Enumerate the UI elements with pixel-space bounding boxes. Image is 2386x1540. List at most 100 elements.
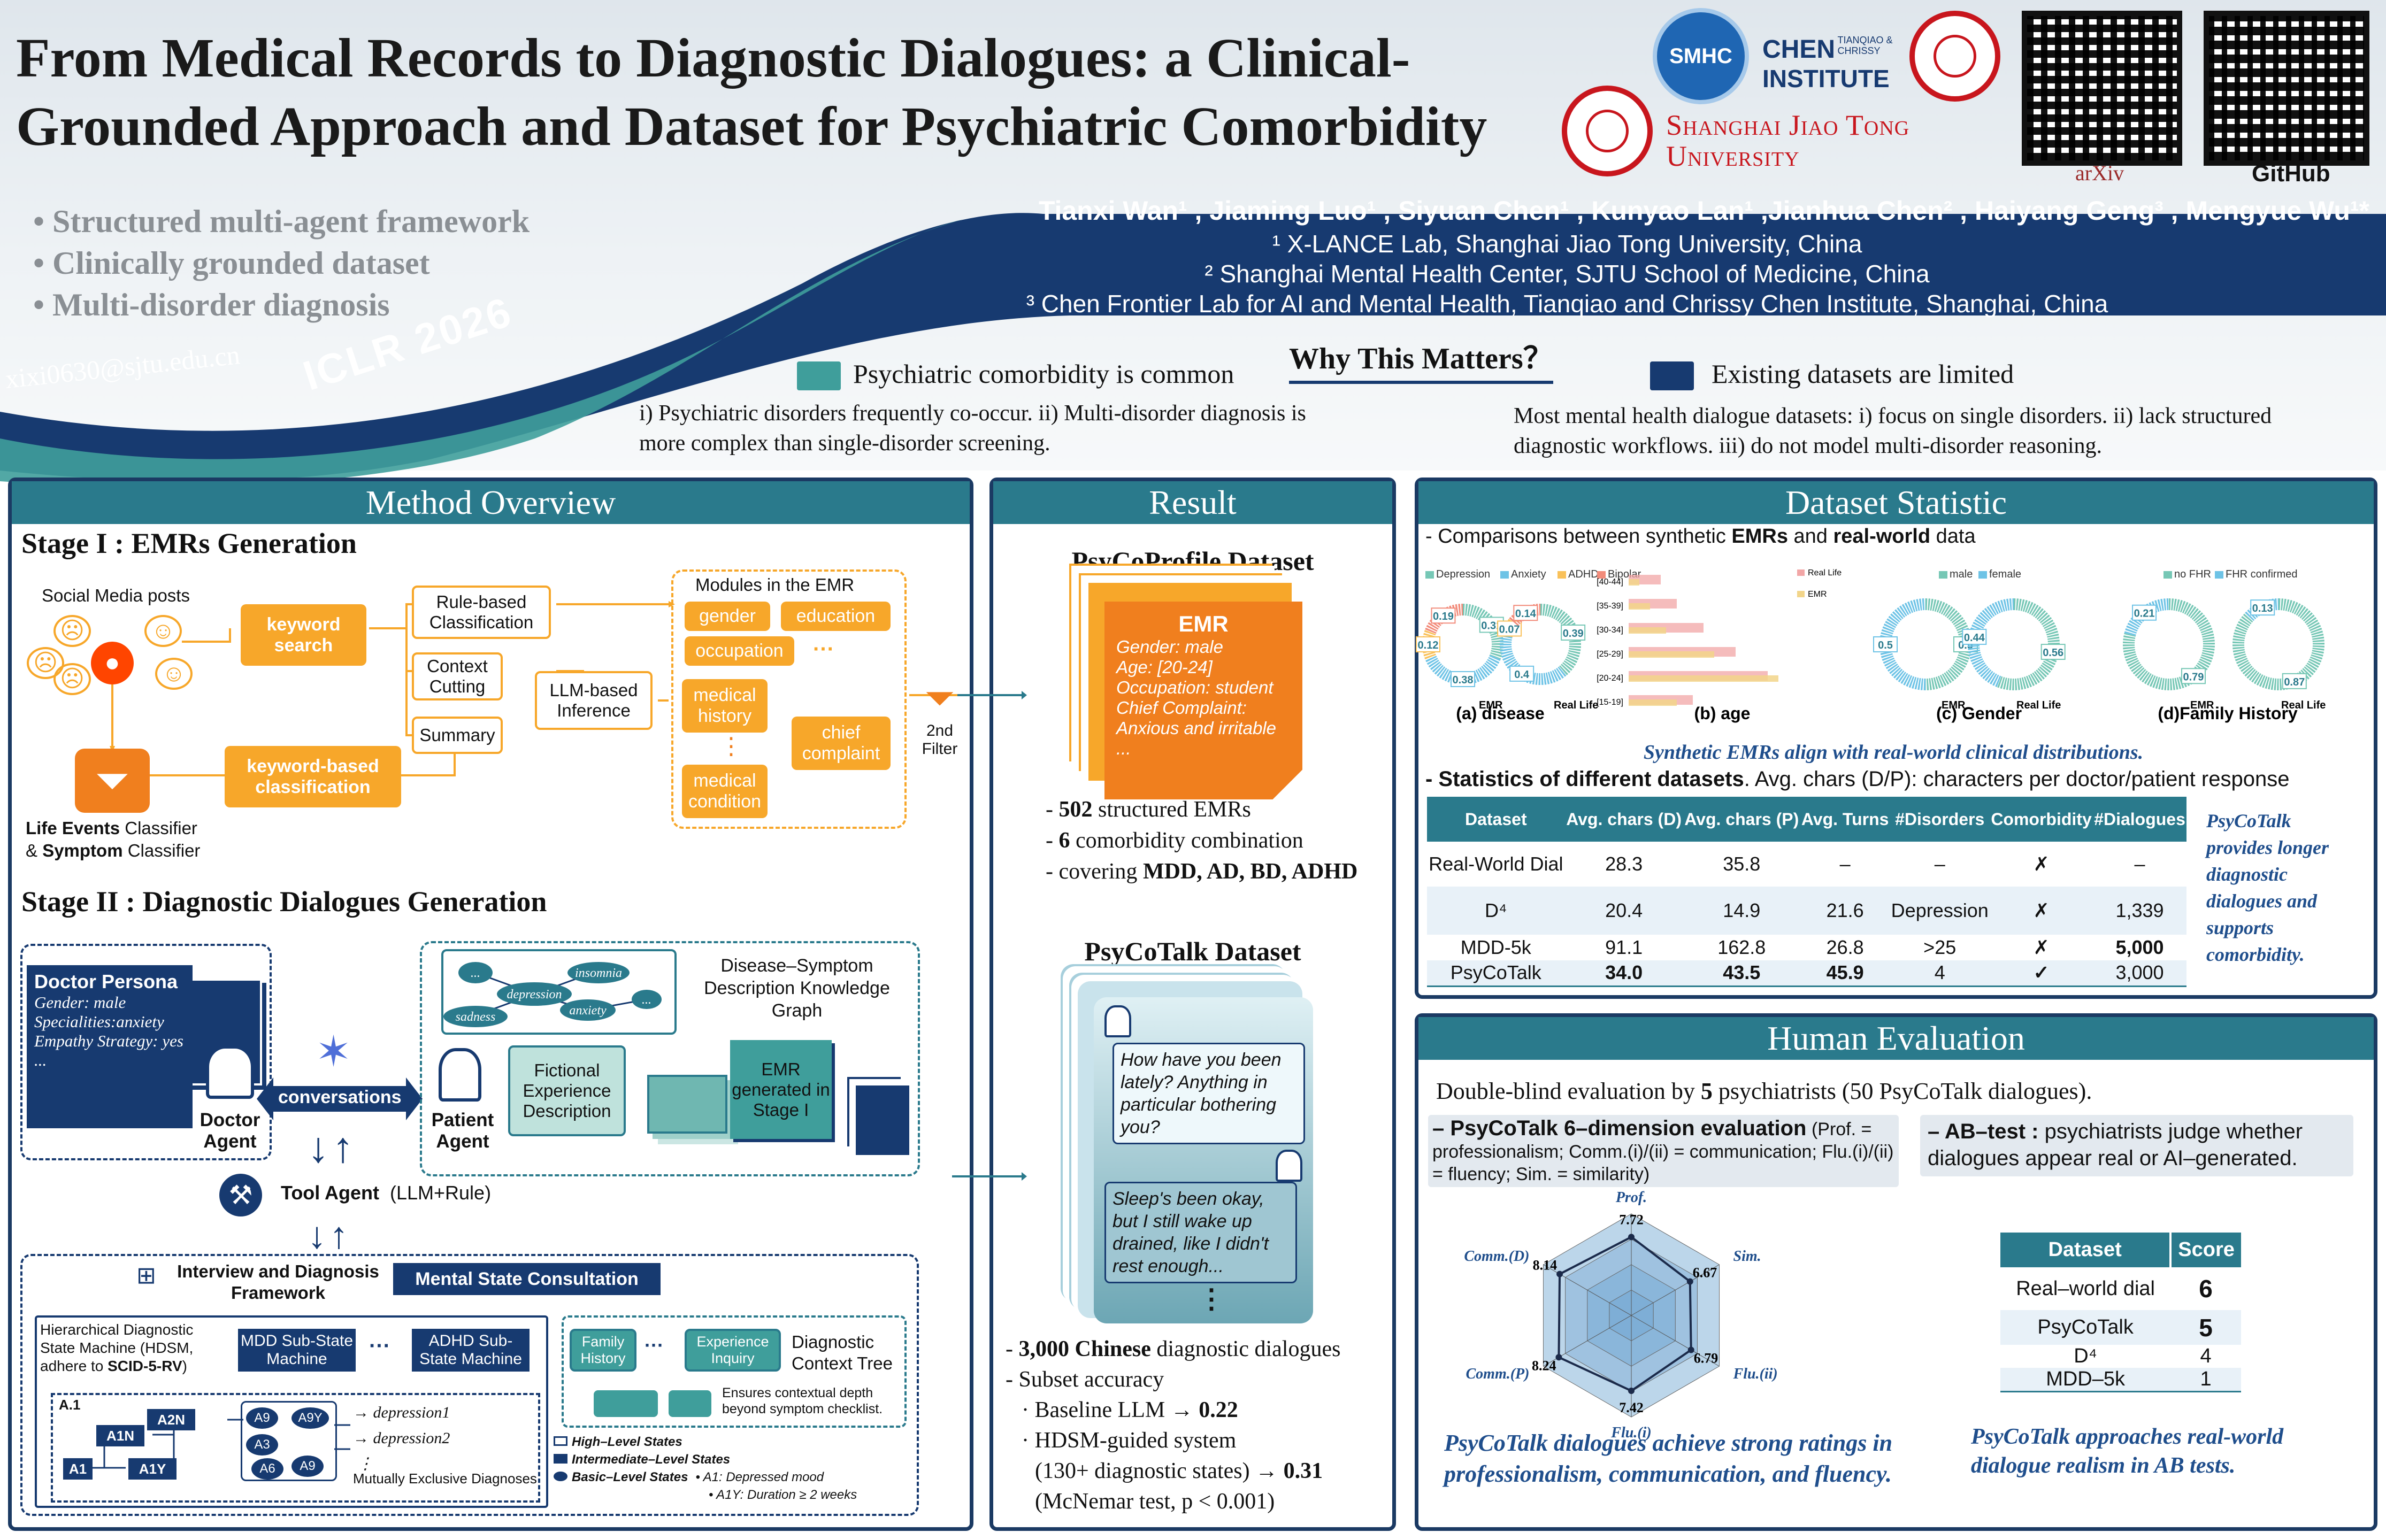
gender-emr-label: 0.5	[1878, 640, 1893, 651]
talk-bullet-4: · HDSM-guided system	[1022, 1428, 1237, 1453]
substate-dots: ···	[369, 1334, 390, 1358]
down-arrows: ↓↑	[308, 1214, 351, 1256]
kg-title: Disease–Symptom Description Knowledge Gr…	[704, 956, 890, 1021]
disease-emr-label-bg	[1451, 671, 1475, 687]
doctor-chat-icon	[1104, 1005, 1131, 1037]
state-a9b: A9	[291, 1456, 324, 1477]
disease-swatch	[1558, 571, 1566, 579]
disease-real-label: 0.14	[1515, 608, 1537, 620]
title-line-1: From Medical Records to Diagnostic Dialo…	[16, 27, 1410, 89]
gender-legend: male	[1950, 568, 1973, 580]
th: Comorbidity	[1991, 809, 2092, 829]
disease-real-slice	[1540, 604, 1581, 676]
github-label: GitHub	[2252, 160, 2330, 187]
why-left-text: i) Psychiatric disorders frequently co-o…	[639, 401, 1306, 456]
framework-frame	[20, 1254, 919, 1516]
gender-title: (c) Gender	[1936, 704, 2022, 723]
radar-value-label: 8.14	[1533, 1258, 1558, 1273]
highlight-1: • Structured multi-agent framework	[33, 204, 530, 239]
dct-title: Diagnostic Context Tree	[792, 1332, 893, 1373]
kg-node: ...	[471, 966, 480, 980]
author-line: Tianxi Wan¹ , Jiaming Luo¹ , Siyuan Chen…	[1038, 196, 2369, 226]
emoji-icon: ☹	[27, 647, 64, 679]
sjtu-seal-2	[1562, 86, 1653, 176]
note-a1y: • A1Y: Duration ≥ 2 weeks	[709, 1488, 857, 1502]
state-a1n: A1N	[96, 1425, 144, 1446]
disease-emr-label: 0.12	[1418, 640, 1439, 651]
classifier-caption: Life Events Classifier & Symptom Classif…	[26, 817, 261, 862]
family-real-slice	[2232, 598, 2324, 690]
disease-real-label-bg	[1513, 605, 1538, 621]
smhc-logo: SMHC	[1653, 8, 1749, 104]
hdsm-c: )	[182, 1358, 187, 1374]
talk-bullets: - 3,000 Chinese diagnostic dialogues - S…	[1006, 1334, 1391, 1517]
why-left-label: Psychiatric comorbidity is common	[853, 359, 1234, 389]
age-tick: [15-19]	[1597, 698, 1623, 707]
why-right-swatch	[1650, 361, 1694, 390]
th: #Disorders	[1895, 809, 1985, 829]
kg-node: ...	[642, 993, 651, 1007]
radar-value-label: 7.42	[1619, 1400, 1644, 1415]
gender-legend: female	[1989, 568, 2021, 580]
state-a2n: A2N	[147, 1409, 195, 1430]
th: Dataset	[1464, 809, 1527, 829]
msc-box: Mental State Consultation	[393, 1263, 661, 1295]
radar-axis-label: Sim.	[1733, 1248, 1761, 1265]
patient-chat-icon	[1276, 1150, 1302, 1182]
github-qr-icon[interactable]	[2204, 11, 2369, 166]
age-bar-emr	[1629, 579, 1639, 586]
disease-legend: Depression	[1436, 568, 1490, 580]
state-a9y: A9Y	[291, 1407, 329, 1429]
age-tick: [35-39]	[1597, 602, 1623, 611]
kg-graph: ... depression insomnia anxiety sadness …	[443, 962, 662, 1027]
second-filter-icon: ⏷	[925, 677, 955, 719]
family-emr-slice	[2124, 598, 2169, 636]
ab-title: – AB–test :	[1928, 1120, 2039, 1143]
highlight-2: • Clinically grounded dataset	[33, 245, 430, 281]
state-a1: A1	[63, 1458, 93, 1480]
persona-line: Empathy Strategy: yes	[34, 1031, 183, 1050]
social-media-icons: ☹ ☺ ☹ ● ☹ ☺	[21, 610, 198, 695]
hdsm-frame	[35, 1315, 548, 1508]
talk-bullet-3: · Baseline LLM → 0.22	[1022, 1398, 1238, 1422]
talk-title: PsyCoTalk Dataset	[1084, 936, 1301, 966]
persona-card: Doctor Persona Gender: male Specialities…	[27, 965, 193, 1128]
tool-agent-sub: (LLM+Rule)	[389, 1182, 492, 1204]
keyword-search-box: keyword search	[241, 604, 366, 666]
disease-emr-label-bg	[1431, 607, 1456, 624]
experience-inquiry-node: Experience Inquiry	[685, 1329, 781, 1372]
persona-title: Doctor Persona	[34, 971, 178, 992]
legend-basic: Basic–Level States• A1: Depressed mood	[554, 1468, 857, 1486]
emoji-icon: ☺	[144, 615, 182, 647]
arxiv-qr-icon[interactable]	[2022, 11, 2182, 166]
age-legend: EMR	[1808, 590, 1827, 599]
talk-bullet-5: (130+ diagnostic states) → 0.31	[1035, 1459, 1323, 1483]
radar-point	[1686, 1278, 1693, 1285]
radar-axis-label: Comm.(P)	[1466, 1366, 1529, 1382]
six-dim-title: – PsyCoTalk 6–dimension evaluation	[1432, 1116, 1807, 1140]
hdsm-b: SCID-5-RV	[108, 1358, 182, 1374]
second-filter-label: 2nd Filter	[922, 722, 958, 758]
affiliation-3: ³ Chen Frontier Lab for AI and Mental He…	[1026, 290, 2108, 318]
gender-emr-name: EMR	[1942, 699, 1966, 711]
module-occupation: occupation	[685, 636, 794, 666]
module-medical-history: medical history	[682, 679, 768, 733]
disease-emr-slice	[1462, 604, 1503, 659]
basic-states-group	[241, 1401, 337, 1481]
module-gender: gender	[685, 602, 770, 631]
align-caption: Synthetic EMRs align with real-world cli…	[1643, 741, 2144, 764]
vdots-label: ⋮	[357, 1455, 373, 1473]
disease-real-label-bg	[1561, 624, 1586, 641]
gender-emr-label-bg	[1873, 636, 1898, 652]
tool-icon: ⚒	[219, 1174, 262, 1216]
hdsm-label: Hierarchical Diagnostic State Machine (H…	[40, 1321, 217, 1375]
radar-axis-label: Prof.	[1615, 1189, 1647, 1206]
th: #Dialogues	[2094, 809, 2185, 829]
depression1-label: → depression1	[353, 1404, 450, 1421]
patient-avatar-icon	[439, 1048, 481, 1102]
radar-axis-label: Flu.(i)	[1610, 1424, 1651, 1441]
